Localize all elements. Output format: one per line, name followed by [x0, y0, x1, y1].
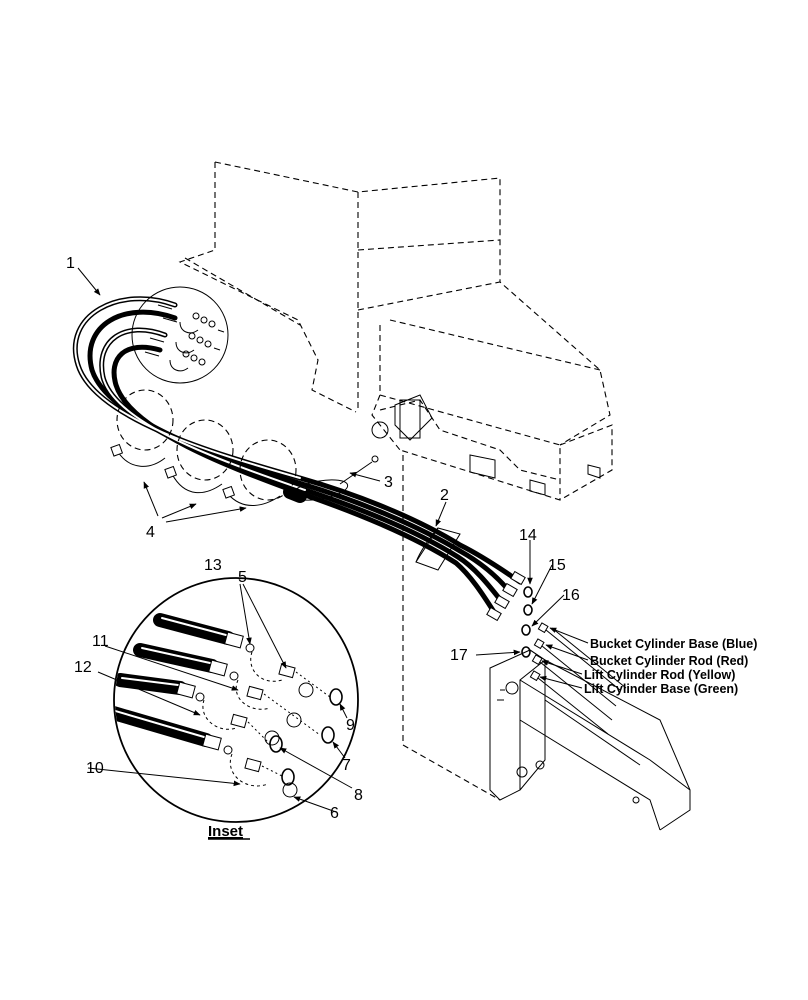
callout-8: 8: [354, 787, 363, 804]
clamp-positions: [116, 389, 297, 501]
callout-2: 2: [440, 487, 449, 504]
callout-1: 1: [66, 255, 75, 272]
hose-bundle: [72, 296, 526, 622]
callout-11: 11: [92, 633, 109, 650]
label-bucket-cylinder-rod: Bucket Cylinder Rod (Red): [590, 654, 748, 668]
label-lift-cylinder-base: Lift Cylinder Base (Green): [584, 682, 738, 696]
callout-14: 14: [519, 527, 537, 544]
protective-sleeve: [415, 527, 461, 571]
right-fittings: [521, 586, 627, 735]
callout-13: 13: [204, 557, 222, 574]
callout-9: 9: [346, 717, 355, 734]
label-bucket-cylinder-base: Bucket Cylinder Base (Blue): [590, 637, 757, 651]
callout-5: 5: [238, 569, 247, 586]
callout-17: 17: [450, 647, 468, 664]
callout-12: 12: [74, 659, 92, 676]
callout-7: 7: [342, 757, 351, 774]
upper-fitting-detail: [131, 286, 229, 384]
hose-destination-labels: Bucket Cylinder Base (Blue) Bucket Cylin…: [584, 637, 757, 696]
label-lift-cylinder-rod: Lift Cylinder Rod (Yellow): [584, 668, 735, 682]
inset-title: Inset: [208, 823, 243, 840]
machine-outline: [178, 161, 613, 801]
callout-3: 3: [384, 474, 393, 491]
leader-lines: [77, 267, 589, 813]
callout-16: 16: [562, 587, 580, 604]
callout-10: 10: [86, 760, 104, 777]
clamp-straps: [110, 443, 281, 506]
inset-detail: [113, 577, 359, 823]
callout-labels: 1 2 3 4 5 6 7 8 9 10 11 12 13 14 15 16 1…: [66, 255, 580, 822]
loader-arm: [489, 649, 691, 831]
callout-15: 15: [548, 557, 566, 574]
callout-4: 4: [146, 524, 155, 541]
callout-6: 6: [330, 805, 339, 822]
